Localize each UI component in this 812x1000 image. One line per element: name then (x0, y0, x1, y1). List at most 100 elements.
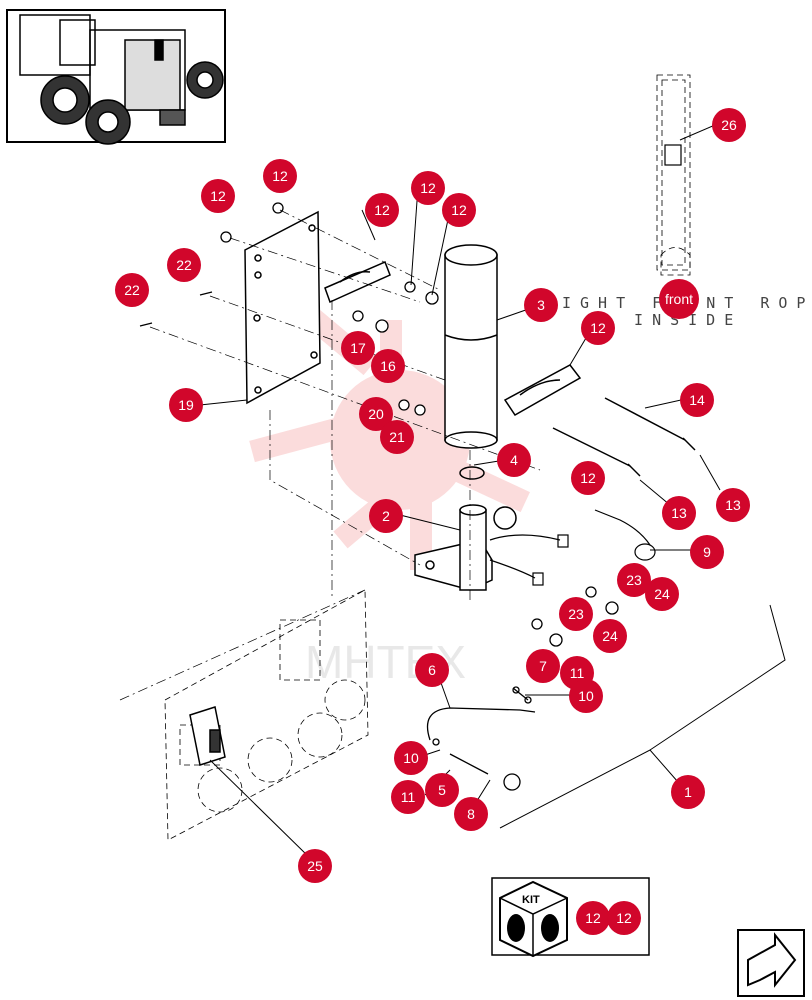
callout-circle (425, 773, 459, 807)
callout-number: 12 (272, 168, 288, 184)
rops-outline (656, 74, 691, 276)
callout-circle (524, 288, 558, 322)
callout-number: 22 (176, 257, 192, 273)
callout-balloon[interactable]: 12 (576, 901, 610, 935)
callout-balloon[interactable]: 12 (571, 461, 605, 495)
callout-number: 9 (703, 544, 711, 560)
callout-balloon[interactable]: 16 (371, 349, 405, 383)
callout-balloon[interactable]: 19 (169, 388, 203, 422)
callout-number: 12 (420, 180, 436, 196)
callout-number: 24 (602, 628, 618, 644)
callout-circle (359, 397, 393, 431)
callout-balloon[interactable]: 12 (365, 193, 399, 227)
callout-number: 20 (368, 406, 384, 422)
mounting-plate (244, 210, 321, 405)
callout-circle (371, 349, 405, 383)
callout-balloon[interactable]: 12 (581, 311, 615, 345)
callout-circle (690, 535, 724, 569)
callout-balloon[interactable]: 2 (369, 499, 403, 533)
callout-balloon[interactable]: front (659, 279, 699, 319)
callout-balloon[interactable]: 26 (712, 108, 746, 142)
callout-balloon[interactable]: 11 (391, 780, 425, 814)
callout-circle (365, 193, 399, 227)
callout-number: 6 (428, 662, 436, 678)
callout-number: 22 (124, 282, 140, 298)
callout-number: 5 (438, 782, 446, 798)
callout-circle (167, 248, 201, 282)
next-page-arrow-icon[interactable] (737, 929, 805, 997)
callout-number: 24 (654, 586, 670, 602)
callout-balloon[interactable]: 23 (559, 597, 593, 631)
callout-number: 23 (568, 606, 584, 622)
callout-balloon[interactable]: 12 (411, 171, 445, 205)
callout-balloon[interactable]: 12 (607, 901, 641, 935)
callout-balloon[interactable]: 1 (671, 775, 705, 809)
callout-balloon[interactable]: 12 (201, 179, 235, 213)
callout-balloon[interactable]: 9 (690, 535, 724, 569)
callout-circle (671, 775, 705, 809)
callout-circle (369, 499, 403, 533)
callout-balloon[interactable]: 5 (425, 773, 459, 807)
long-bolts (552, 397, 696, 477)
callout-circle (645, 577, 679, 611)
callout-balloon[interactable]: 21 (380, 420, 414, 454)
callout-balloon[interactable]: 10 (569, 679, 603, 713)
callout-number: 17 (350, 340, 366, 356)
callout-circle (607, 901, 641, 935)
callout-number: 3 (537, 297, 545, 313)
hardware (139, 202, 619, 647)
callout-balloon[interactable]: 6 (415, 653, 449, 687)
callout-number: 10 (578, 688, 594, 704)
callout-number: 8 (467, 806, 475, 822)
callout-circle (298, 849, 332, 883)
callout-number: front (665, 291, 693, 307)
callout-number: 19 (178, 397, 194, 413)
callout-circle (394, 741, 428, 775)
callout-circle (497, 443, 531, 477)
callout-circle (115, 273, 149, 307)
callout-circle (712, 108, 746, 142)
callout-balloon[interactable]: 22 (115, 273, 149, 307)
callout-number: 12 (451, 202, 467, 218)
callout-circle (391, 780, 425, 814)
callout-balloon[interactable]: 4 (497, 443, 531, 477)
callout-balloon[interactable]: 14 (680, 383, 714, 417)
callout-number: 13 (671, 505, 687, 521)
callout-balloon[interactable]: 17 (341, 331, 375, 365)
callout-circle (569, 679, 603, 713)
callout-circle (526, 649, 560, 683)
callout-balloon[interactable]: 8 (454, 797, 488, 831)
callout-number: 11 (401, 789, 416, 805)
callout-balloon[interactable]: 7 (526, 649, 560, 683)
callout-balloon[interactable]: 13 (662, 496, 696, 530)
callout-balloon[interactable]: 20 (359, 397, 393, 431)
callout-balloon[interactable]: 12 (263, 159, 297, 193)
upper-clamp (324, 261, 391, 304)
callout-balloon[interactable]: 23 (617, 563, 651, 597)
callout-circle (201, 179, 235, 213)
machine-thumbnail (6, 9, 226, 145)
callout-balloon[interactable]: 24 (593, 619, 627, 653)
callout-circle (680, 383, 714, 417)
callout-balloon[interactable]: 12 (442, 193, 476, 227)
callout-balloon[interactable]: 25 (298, 849, 332, 883)
base-bracket (414, 466, 517, 591)
callout-number: 11 (570, 665, 585, 681)
kit-label: KIT (522, 894, 540, 906)
callout-circle (169, 388, 203, 422)
overlay-text-2: T INSIDE (598, 311, 742, 329)
callout-balloon[interactable]: 10 (394, 741, 428, 775)
callout-circle (617, 563, 651, 597)
callout-balloon[interactable]: 13 (716, 488, 750, 522)
callout-number: 12 (374, 202, 390, 218)
kit-box-icon: KIT (499, 880, 568, 958)
callout-circle (581, 311, 615, 345)
callout-circle (263, 159, 297, 193)
callout-balloon[interactable]: 3 (524, 288, 558, 322)
callout-balloon[interactable]: 22 (167, 248, 201, 282)
callout-number: 12 (616, 910, 632, 926)
callout-balloon[interactable]: 24 (645, 577, 679, 611)
callout-number: 12 (580, 470, 596, 486)
